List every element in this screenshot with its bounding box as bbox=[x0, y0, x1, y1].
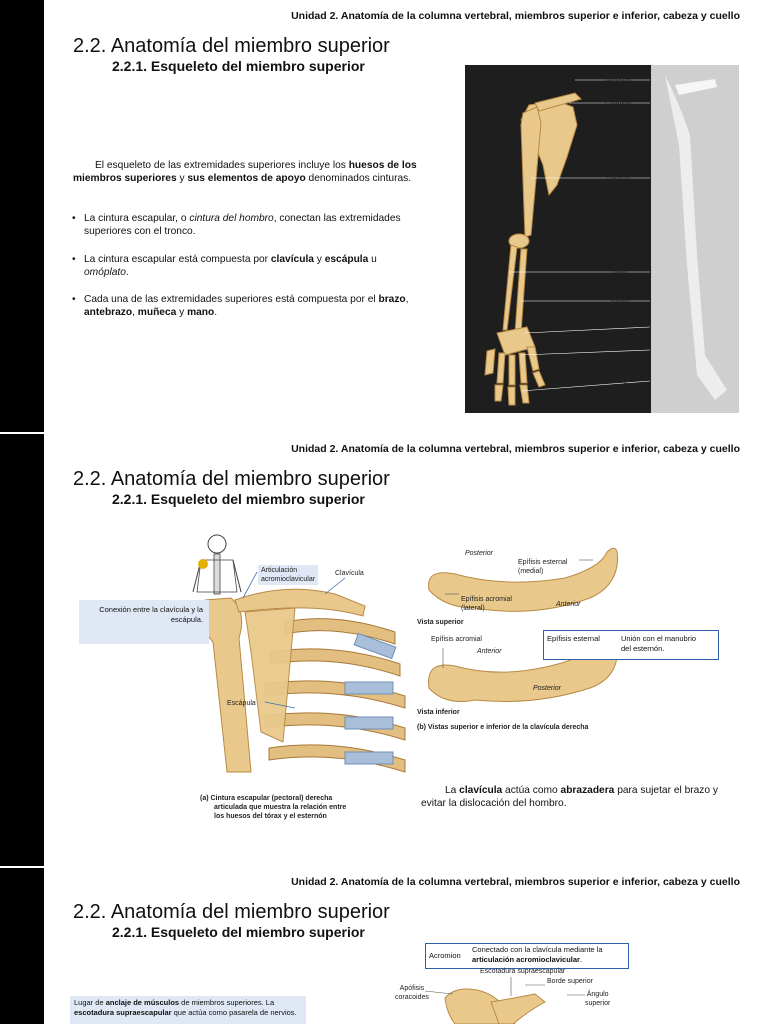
label-falanges: Falanges bbox=[607, 377, 634, 384]
label-metacarpianos: Huesos metacarpianos (I a V) bbox=[601, 345, 644, 368]
label-posterior: Posterior bbox=[465, 550, 494, 557]
bullet-marker: • bbox=[72, 294, 76, 305]
label-epifisis-acromial-lateral: Epífisis acromial (lateral) bbox=[461, 596, 512, 612]
label-clavicula: Clavícula bbox=[605, 76, 632, 83]
label-borde-superior: Borde superior bbox=[547, 978, 593, 985]
label-anterior: Anterior bbox=[556, 601, 581, 608]
slide-title: 2.2. Anatomía del miembro superior bbox=[73, 901, 390, 923]
label-escotadura-supraescapular: Escotadura supraescapular bbox=[480, 968, 566, 975]
clavicle-views-illustration bbox=[428, 547, 618, 702]
label-escapula: Escápula bbox=[227, 700, 256, 707]
unit-header: Unidad 2. Anatomía de la columna vertebr… bbox=[291, 10, 740, 22]
intro-paragraph: El esqueleto de las extremidades superio… bbox=[73, 160, 417, 184]
bullet-item: • La cintura escapular está compuesta po… bbox=[72, 254, 377, 278]
label-epifisis-acromial: Epífisis acromial bbox=[431, 636, 482, 643]
slide-sidebar bbox=[0, 868, 44, 1024]
bullet-item: • La cintura escapular, o cintura del ho… bbox=[72, 213, 401, 237]
slide-1: Unidad 2. Anatomía de la columna vertebr… bbox=[0, 0, 768, 432]
note-anclaje-musculos: Lugar de anclaje de músculos de miembros… bbox=[70, 996, 306, 1024]
label-epifisis-esternal-medial: Epífisis esternal (medial) bbox=[518, 559, 568, 575]
slide-subtitle: 2.2.1. Esqueleto del miembro superior bbox=[112, 924, 365, 940]
slide-3: Unidad 2. Anatomía de la columna vertebr… bbox=[0, 868, 768, 1024]
unit-header: Unidad 2. Anatomía de la columna vertebr… bbox=[291, 876, 740, 888]
clavicle-views-figure: Posterior Epífisis esternal (medial) Epí… bbox=[415, 538, 725, 738]
slide-separator bbox=[0, 866, 768, 868]
label-cubito: Cúbito bbox=[611, 297, 630, 304]
label-escapula: Escápula bbox=[605, 99, 632, 106]
label-posterior-2: Posterior bbox=[533, 685, 562, 692]
caption-a: (a) Cintura escapular (pectoral) derecha… bbox=[200, 795, 347, 820]
clavicle-paragraph: La clavícula actúa como abrazadera para … bbox=[421, 785, 718, 809]
label-clavicula: Clavícula bbox=[335, 570, 364, 577]
label-angulo-superior: Ángulo superior bbox=[585, 991, 611, 1007]
slide-2: Unidad 2. Anatomía de la columna vertebr… bbox=[0, 434, 768, 866]
slide-separator bbox=[0, 432, 768, 434]
shoulder-girdle-figure: Articulación acromioclavicular Clavícula… bbox=[165, 532, 410, 782]
label-vista-inferior: Vista inferior bbox=[417, 709, 460, 716]
scapula-illustration bbox=[424, 977, 585, 1024]
label-anterior-2: Anterior bbox=[477, 648, 502, 655]
scapula-figure: Escotadura supraescapular Apófisis corac… bbox=[395, 968, 625, 1024]
arm-skeleton-illustration bbox=[484, 65, 739, 413]
label-vista-superior: Vista superior bbox=[417, 619, 464, 626]
slide-subtitle: 2.2.1. Esqueleto del miembro superior bbox=[112, 491, 365, 507]
shoulder-girdle-illustration bbox=[192, 534, 406, 773]
label-apofisis-coracoides: Apófisis coracoides bbox=[395, 985, 429, 1001]
label-articulacion-acromioclavicular: Articulación acromioclavicular bbox=[258, 565, 319, 585]
bullet-marker: • bbox=[72, 213, 76, 224]
label-carpo: Huesos del carpo bbox=[611, 321, 638, 336]
arm-skeleton-figure: Clavícula Escápula Húmero Radio Cúbito H… bbox=[465, 65, 739, 413]
caption-b: (b) Vistas superior e inferior de la cla… bbox=[417, 724, 589, 731]
label-radio: Radio bbox=[611, 268, 628, 275]
slide-title: 2.2. Anatomía del miembro superior bbox=[73, 35, 390, 57]
note-conexion: Conexión entre la clavícula y la escápul… bbox=[79, 600, 209, 644]
label-humero: Húmero bbox=[607, 174, 631, 181]
bullet-marker: • bbox=[72, 254, 76, 265]
unit-header: Unidad 2. Anatomía de la columna vertebr… bbox=[291, 443, 740, 455]
slide-subtitle: 2.2.1. Esqueleto del miembro superior bbox=[112, 58, 365, 74]
note-epifisis-esternal: Epífisis esternal Unión con el manubrio … bbox=[543, 630, 719, 660]
bullet-item: • Cada una de las extremidades superiore… bbox=[72, 294, 409, 318]
slide-title: 2.2. Anatomía del miembro superior bbox=[73, 468, 390, 490]
slide-sidebar bbox=[0, 0, 44, 432]
note-acromion: Acromion Conectado con la clavícula medi… bbox=[425, 943, 629, 969]
slide-sidebar bbox=[0, 434, 44, 866]
